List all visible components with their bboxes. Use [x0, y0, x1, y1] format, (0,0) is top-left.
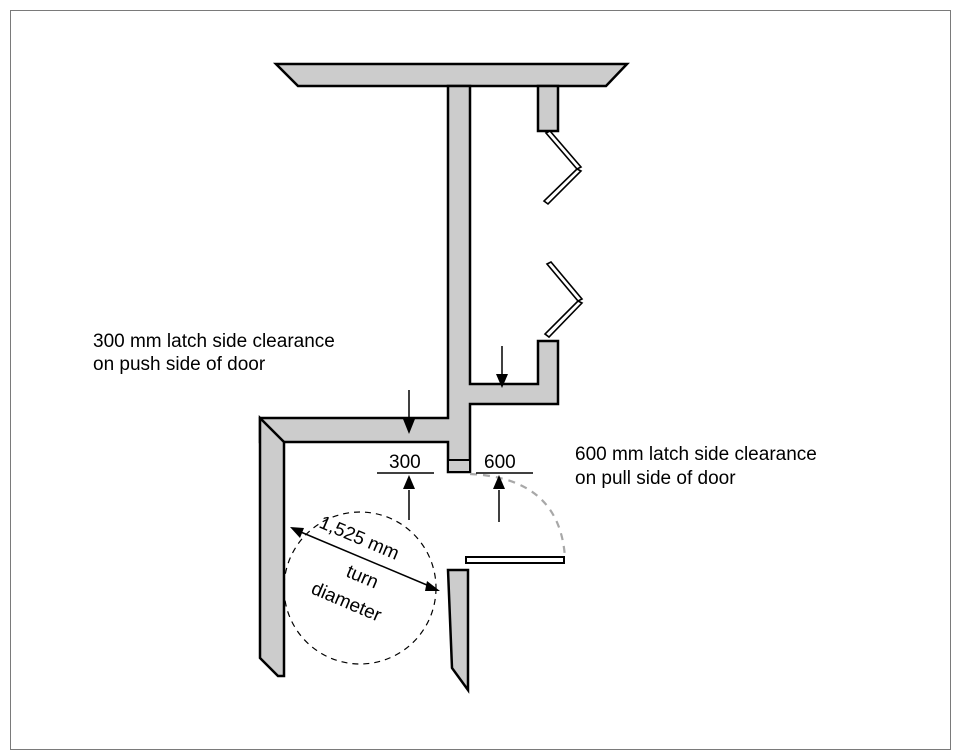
- lower-wall: [446, 568, 470, 694]
- floor-plan-diagram: 300 600 1,525 mm turn diameter 300 mm la…: [93, 62, 817, 694]
- pull-clearance-text-2: on pull side of door: [575, 468, 736, 489]
- stall-arrow: [496, 346, 508, 388]
- dim-300-label: 300: [389, 452, 421, 473]
- turn-label-2: turn: [343, 561, 381, 593]
- push-arrow-bottom: [403, 475, 415, 520]
- push-clearance-text-2: on push side of door: [93, 354, 266, 375]
- pull-arrow: [493, 475, 505, 522]
- top-wall: [272, 62, 630, 88]
- turn-diameter-arrow: [290, 527, 440, 591]
- dim-600-label: 600: [484, 452, 516, 473]
- pull-clearance-text-1: 600 mm latch side clearance: [575, 444, 817, 465]
- door-jamb: [447, 459, 471, 473]
- bifold-door-lower: [543, 261, 584, 339]
- bifold-door-upper: [542, 130, 583, 206]
- diagram-frame: [10, 10, 951, 750]
- push-clearance-text-1: 300 mm latch side clearance: [93, 331, 335, 352]
- stall-stub-top: [536, 84, 560, 133]
- door-swing-arc: [469, 472, 567, 559]
- door-leaf: [465, 556, 565, 564]
- push-arrow-top: [403, 390, 415, 434]
- left-wall: [258, 414, 286, 678]
